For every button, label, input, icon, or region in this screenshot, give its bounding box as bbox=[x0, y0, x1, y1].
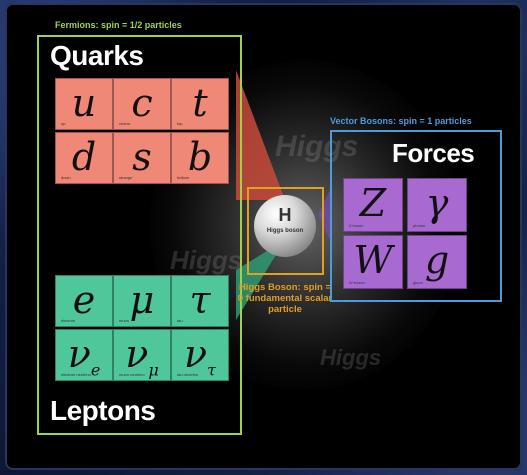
lepton-muon-neutrino-symbol: νμ bbox=[125, 332, 159, 380]
quarks-heading: Quarks bbox=[50, 40, 144, 71]
lepton-electron-neutrino-symbol: νe bbox=[67, 332, 101, 380]
quark-top-symbol: t bbox=[192, 81, 208, 125]
lepton-muon-label: muon bbox=[119, 318, 130, 323]
boson-Z-boson-label: Z boson bbox=[349, 223, 364, 228]
lepton-tau-neutrino-symbol: ντ bbox=[184, 332, 216, 380]
ghost-text: Higgs bbox=[275, 130, 359, 163]
quark-strange-label: strange bbox=[119, 175, 133, 180]
quark-bottom-label: bottom bbox=[177, 175, 190, 180]
leptons-heading: Leptons bbox=[50, 395, 156, 426]
quark-charm-label: charm bbox=[119, 121, 131, 126]
boson-W-boson-label: W boson bbox=[349, 280, 365, 285]
boson-photon-symbol: γ bbox=[425, 181, 449, 225]
vector-bosons-box bbox=[330, 130, 502, 302]
ghost-text: Higgs bbox=[320, 345, 382, 370]
quark-bottom-symbol: b bbox=[187, 135, 213, 179]
higgs-sphere bbox=[254, 195, 316, 257]
quark-up-label: up bbox=[61, 121, 66, 126]
vector-bosons-title: Vector Bosons: spin = 1 particles bbox=[330, 116, 472, 126]
quark-top-tile: t top bbox=[171, 78, 229, 130]
boson-gluon-label: gluon bbox=[413, 280, 423, 285]
boson-Z-boson-symbol: Z bbox=[359, 181, 387, 225]
fermions-box bbox=[37, 35, 242, 435]
boson-photon-label: photon bbox=[413, 223, 426, 228]
quark-down-symbol: d bbox=[71, 135, 97, 179]
boson-gluon-symbol: g bbox=[424, 238, 450, 282]
lepton-electron-label: electron bbox=[61, 318, 76, 323]
quark-ray bbox=[236, 70, 285, 200]
higgs-box bbox=[247, 187, 324, 275]
lepton-electron-neutrino-label: electron neutrino bbox=[61, 372, 91, 377]
fermions-title: Fermions: spin = 1/2 particles bbox=[55, 20, 182, 30]
forces-heading: Forces bbox=[392, 138, 475, 168]
lepton-tau-tile: τ tau bbox=[171, 275, 229, 327]
higgs-name: Higgs boson bbox=[266, 228, 304, 234]
quark-strange-symbol: s bbox=[132, 135, 152, 179]
quark-charm-symbol: c bbox=[131, 81, 153, 125]
boson-W-boson-symbol: W bbox=[353, 238, 393, 282]
quark-down-label: down bbox=[61, 175, 71, 180]
quark-top-label: top bbox=[177, 121, 183, 126]
higgs-description: Higgs Boson: spin = 0 fundamental scalar… bbox=[237, 282, 333, 315]
lepton-electron-symbol: e bbox=[72, 278, 96, 322]
boson-ray bbox=[318, 190, 330, 240]
lepton-tau-neutrino-label: tau neutrino bbox=[177, 372, 199, 377]
quark-up-symbol: u bbox=[71, 81, 97, 125]
lepton-muon-neutrino-label: muon neutrino bbox=[119, 372, 145, 377]
higgs-symbol: H bbox=[278, 205, 292, 225]
lepton-muon-symbol: μ bbox=[129, 278, 155, 322]
lepton-tau-label: tau bbox=[177, 318, 183, 323]
lepton-ray bbox=[236, 240, 285, 320]
ghost-text: Higgs bbox=[170, 245, 243, 275]
lepton-tau-symbol: τ bbox=[189, 278, 211, 322]
